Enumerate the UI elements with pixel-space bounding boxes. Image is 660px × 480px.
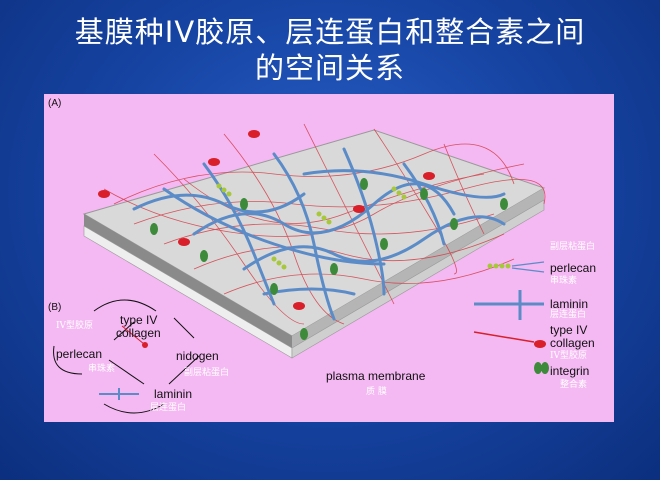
integrin-markers xyxy=(150,178,508,340)
diagram-b-collagen-line1: type IV xyxy=(120,313,158,327)
legend-perlecan-zh: 串珠素 xyxy=(550,276,578,286)
diagram-b-laminin: laminin xyxy=(154,387,193,401)
diagram-b-nidogen: nidogen xyxy=(176,349,219,363)
collagen-fibers xyxy=(103,123,546,325)
collagen-nodes xyxy=(98,130,435,310)
plasma-membrane-label: plasma membrane xyxy=(326,369,426,383)
legend-integrin-zh: 整合素 xyxy=(560,380,588,390)
panel-a-label: (A) xyxy=(48,98,62,109)
diagram-b-perlecan-zh: 串珠素 xyxy=(88,364,116,374)
diagram-b-collagen-line2: collagen xyxy=(116,326,161,340)
legend-collagen-line1: type IV xyxy=(550,323,588,337)
legend-laminin: laminin xyxy=(550,297,589,311)
legend-collagen-line2: collagen xyxy=(550,336,595,350)
plasma-membrane-zh: 质 膜 xyxy=(366,387,387,397)
diagram-b-laminin-zh: 层连蛋白 xyxy=(150,403,187,413)
diagram-b-perlecan: perlecan xyxy=(56,347,103,361)
title-line-2: 的空间关系 xyxy=(254,51,405,85)
legend-collagen-zh: IV型胶原 xyxy=(550,351,588,361)
slide-title: 基膜种IV胶原、层连蛋白和整合素之间 的空间关系 xyxy=(0,14,660,86)
legend-integrin: integrin xyxy=(550,364,590,378)
legend-laminin-zh: 层连蛋白 xyxy=(550,310,587,320)
legend-perlecan: perlecan xyxy=(550,261,597,275)
diagram-b-collagen-zh: IV型胶原 xyxy=(56,321,94,331)
legend-nidogen-zh: 副层粘蛋白 xyxy=(550,242,596,252)
basement-membrane-figure: (A) (B) 副层粘蛋白 perlecan 串珠素 laminin 层连蛋白 … xyxy=(44,94,614,422)
diagram-b-nidogen-zh: 副层粘蛋白 xyxy=(184,368,230,378)
perlecan-beads xyxy=(216,183,407,270)
title-line-1: 基膜种IV胶原、层连蛋白和整合素之间 xyxy=(74,15,586,49)
panel-b-label: (B) xyxy=(48,302,62,313)
figure-illustration xyxy=(53,123,549,414)
panel-b-diagram xyxy=(53,299,200,414)
legend-icons xyxy=(473,261,549,374)
